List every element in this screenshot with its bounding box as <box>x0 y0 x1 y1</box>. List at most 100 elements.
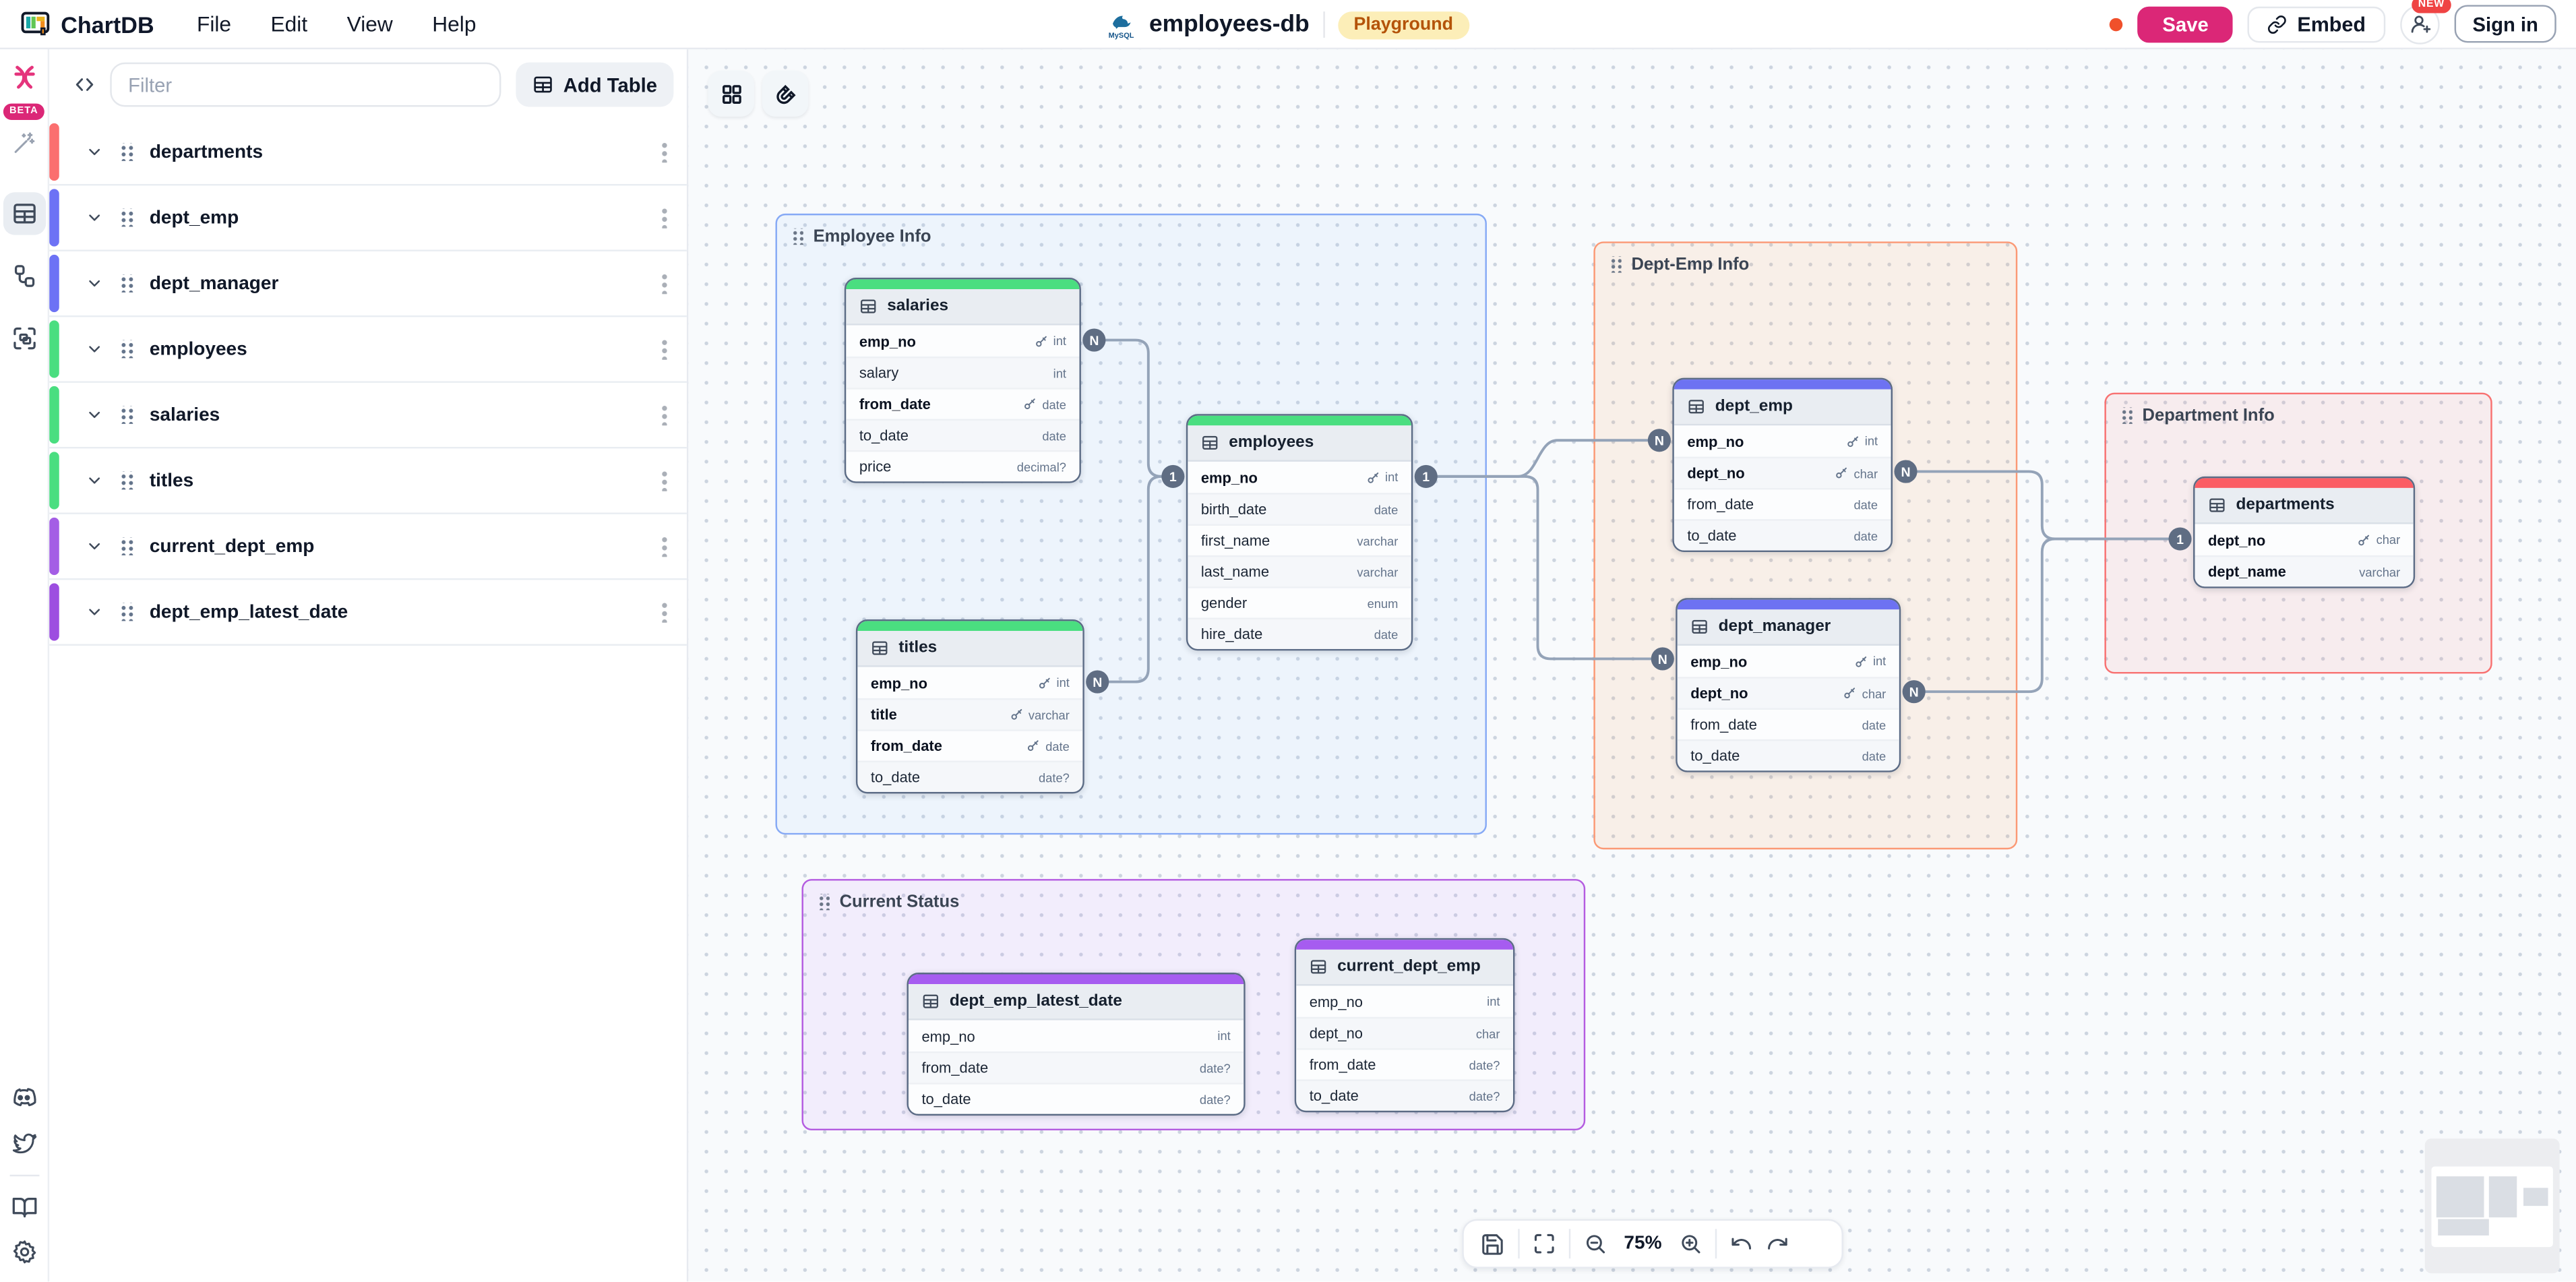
discord-icon[interactable] <box>10 1085 38 1112</box>
table-list-item-titles[interactable]: titles <box>49 448 687 514</box>
menu-help[interactable]: Help <box>432 11 477 36</box>
table-header[interactable]: dept_emp_latest_date <box>908 984 1244 1020</box>
chevron-down-icon[interactable] <box>86 603 104 621</box>
save-diagram-icon[interactable] <box>1480 1231 1505 1256</box>
nav-tables[interactable] <box>2 192 46 235</box>
drag-handle-icon[interactable] <box>119 406 133 424</box>
table-list-item-dept-manager[interactable]: dept_manager <box>49 251 687 317</box>
menu-edit[interactable]: Edit <box>270 11 308 36</box>
table-header[interactable]: dept_manager <box>1677 609 1899 646</box>
layout-grid-button[interactable] <box>708 70 754 117</box>
drag-handle-icon[interactable] <box>1609 256 1622 273</box>
kebab-menu-icon[interactable] <box>662 404 667 426</box>
redo-icon[interactable] <box>1766 1232 1789 1255</box>
table-header[interactable]: departments <box>2195 487 2414 524</box>
drag-handle-icon[interactable] <box>119 537 133 555</box>
app-brand[interactable]: ChartDB <box>20 8 154 39</box>
drag-handle-icon[interactable] <box>2120 407 2133 424</box>
zoom-in-icon[interactable] <box>1679 1232 1702 1255</box>
chevron-down-icon[interactable] <box>86 209 104 227</box>
table-header[interactable]: current_dept_emp <box>1296 949 1513 986</box>
sign-in-button[interactable]: Sign in <box>2454 5 2556 43</box>
kebab-menu-icon[interactable] <box>662 338 667 360</box>
kebab-menu-icon[interactable] <box>662 470 667 491</box>
nav-relationships[interactable] <box>3 255 45 297</box>
embed-button[interactable]: Embed <box>2248 5 2386 42</box>
chevron-down-icon[interactable] <box>86 143 104 161</box>
chevron-down-icon[interactable] <box>86 340 104 359</box>
minimap[interactable] <box>2424 1138 2560 1274</box>
chartdb-rail-icon[interactable] <box>9 63 38 92</box>
chevron-down-icon[interactable] <box>86 274 104 293</box>
kebab-menu-icon[interactable] <box>662 207 667 228</box>
magic-wand-icon[interactable] <box>11 131 36 156</box>
kebab-menu-icon[interactable] <box>662 141 667 163</box>
table-header[interactable]: employees <box>1188 425 1411 462</box>
table-header[interactable]: titles <box>857 631 1083 667</box>
drag-handle-icon[interactable] <box>119 340 133 359</box>
table-list-item-current-dept-emp[interactable]: current_dept_emp <box>49 514 687 580</box>
code-toggle-icon[interactable] <box>74 74 96 96</box>
account-button[interactable]: NEW <box>2400 0 2451 44</box>
menu-file[interactable]: File <box>196 11 232 36</box>
table-list-item-departments[interactable]: departments <box>49 119 687 186</box>
save-button[interactable]: Save <box>2137 5 2234 42</box>
zoom-out-icon[interactable] <box>1584 1232 1607 1255</box>
chevron-down-icon[interactable] <box>86 406 104 424</box>
settings-gear-icon[interactable] <box>11 1239 37 1265</box>
menu-view[interactable]: View <box>346 11 393 36</box>
nav-areas[interactable] <box>3 317 45 359</box>
kebab-menu-icon[interactable] <box>662 601 667 623</box>
undo-icon[interactable] <box>1730 1232 1753 1255</box>
diagram-title[interactable]: employees-db <box>1149 11 1310 38</box>
drag-handle-icon[interactable] <box>119 274 133 293</box>
snap-magnet-button[interactable] <box>762 70 809 117</box>
kebab-menu-icon[interactable] <box>662 535 667 557</box>
drag-handle-icon[interactable] <box>818 894 830 911</box>
table-list-item-employees[interactable]: employees <box>49 317 687 383</box>
docs-book-icon[interactable] <box>11 1194 37 1221</box>
table-header[interactable]: dept_emp <box>1674 389 1891 426</box>
table-list-item-salaries[interactable]: salaries <box>49 382 687 449</box>
chevron-down-icon[interactable] <box>86 537 104 555</box>
drag-handle-icon[interactable] <box>791 228 803 245</box>
drag-handle-icon[interactable] <box>119 471 133 490</box>
table-list-item-dept-emp-latest-date[interactable]: dept_emp_latest_date <box>49 580 687 646</box>
kebab-menu-icon[interactable] <box>662 272 667 295</box>
drag-handle-icon[interactable] <box>119 143 133 161</box>
zoom-level[interactable]: 75% <box>1624 1233 1662 1254</box>
table-header[interactable]: salaries <box>846 289 1080 326</box>
